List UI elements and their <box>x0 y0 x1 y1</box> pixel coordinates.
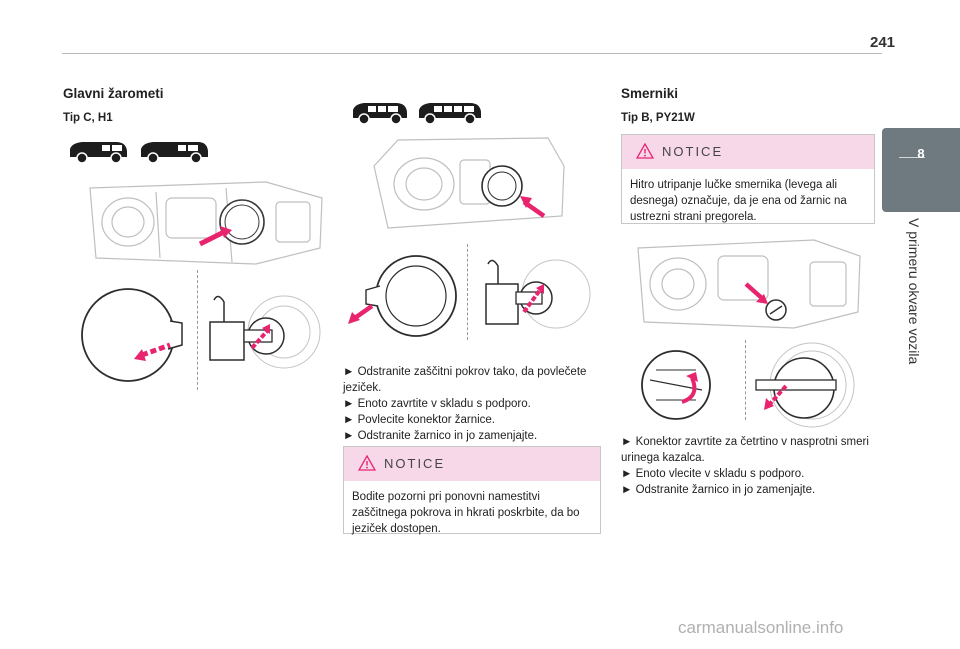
indicator-bulb-illustration <box>752 340 864 430</box>
bulb-removal-illustration <box>480 254 598 338</box>
step-2: ► Enoto vlecite v skladu s podporo. <box>621 468 805 480</box>
cover-removal-illustration <box>344 250 464 340</box>
warning-icon <box>636 143 654 159</box>
headlamp-steps: ► Odstranite zaščitni pokrov tako, da po… <box>343 364 603 444</box>
step-3: ► Povlecite konektor žarnice. <box>343 414 496 426</box>
passenger-van-icon <box>350 100 410 126</box>
notice-title: NOTICE <box>662 144 724 159</box>
headlamps-title: Glavni žarometi <box>63 86 164 101</box>
van-short-icon <box>66 139 130 165</box>
passenger-van-long-icon <box>416 100 484 126</box>
step-divider <box>467 244 468 340</box>
notice-text: Bodite pozorni pri ponovni namestitvi za… <box>352 491 580 535</box>
indicators-type-label: Tip B, PY21W <box>621 112 695 124</box>
step-2: ► Enoto zavrtite v skladu s podporo. <box>343 398 531 410</box>
notice-text: Hitro utripanje lučke smernika (levega a… <box>630 179 847 223</box>
header-divider <box>62 53 882 54</box>
chapter-number: 8 <box>917 146 925 161</box>
bulb-connector-illustration <box>204 292 328 376</box>
step-1: ► Konektor zavrtite za četrtino v naspro… <box>621 436 869 464</box>
chapter-tab[interactable] <box>882 128 960 212</box>
step-1: ► Odstranite zaščitni pokrov tako, da po… <box>343 366 587 394</box>
indicator-connector-illustration <box>636 340 716 430</box>
step-4: ► Odstranite žarnico in jo zamenjajte. <box>343 430 538 442</box>
step-3: ► Odstranite žarnico in jo zamenjajte. <box>621 484 816 496</box>
headlamp-rear-illustration <box>368 136 568 232</box>
page-number: 241 <box>870 34 896 51</box>
indicator-steps: ► Konektor zavrtite za četrtino v naspro… <box>621 434 875 498</box>
chapter-title: V primeru okvare vozila <box>906 218 922 365</box>
protective-cover-illustration <box>80 283 184 387</box>
notice-box-indicator: NOTICE Hitro utripanje lučke smernika (l… <box>621 134 875 224</box>
notice-header: NOTICE <box>344 447 600 481</box>
notice-title: NOTICE <box>384 456 446 471</box>
van-long-icon <box>138 139 210 165</box>
indicator-assembly-illustration <box>634 236 864 332</box>
headlamps-type-label: Tip C, H1 <box>63 112 113 124</box>
warning-icon <box>358 455 376 471</box>
indicators-title: Smerniki <box>621 86 679 101</box>
chapter-tab-divider <box>899 157 925 158</box>
watermark: carmanualsonline.info <box>678 618 844 637</box>
headlamp-assembly-illustration <box>86 178 326 268</box>
step-divider <box>197 270 198 390</box>
notice-header: NOTICE <box>622 135 874 169</box>
step-divider <box>745 340 746 420</box>
notice-box-cover: NOTICE Bodite pozorni pri ponovni namest… <box>343 446 601 535</box>
